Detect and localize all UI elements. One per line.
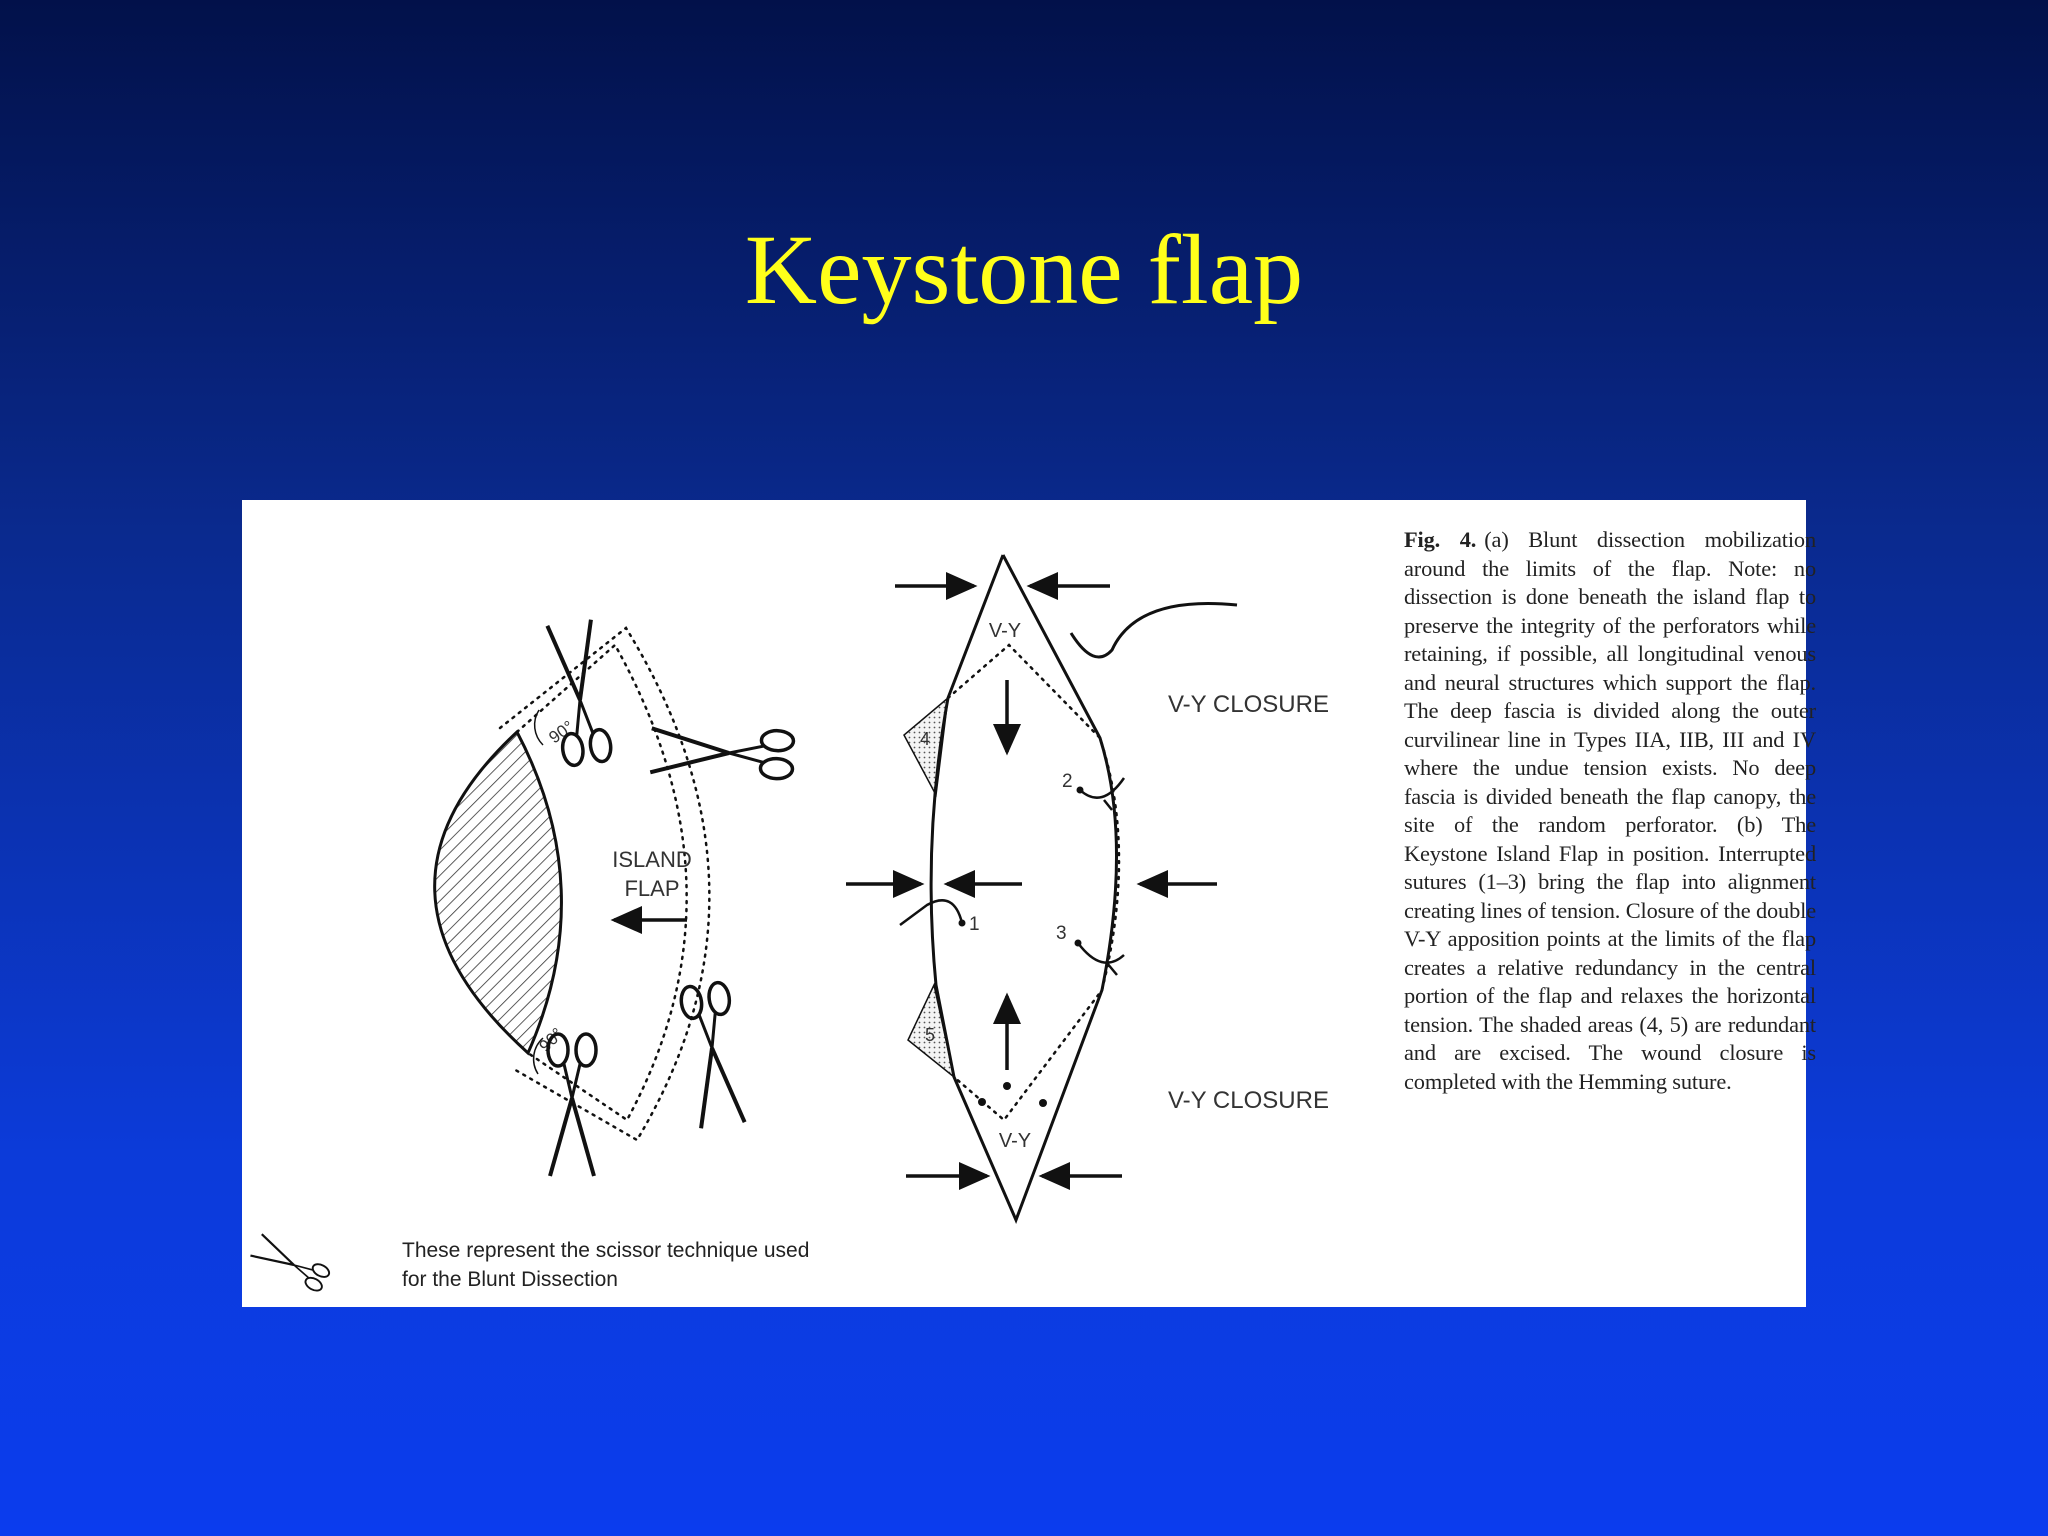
legend-scissors-icon [248,1232,333,1295]
suture-needle-top [1069,601,1238,659]
vy-label-top: V-Y [989,620,1021,642]
caption-text: (a) Blunt dissection mobilization around… [1404,527,1816,1094]
defect-hatched-area [433,729,563,1056]
island-flap-label-line1: ISLAND [612,847,691,872]
figure-number: Fig. 4. [1404,527,1477,552]
suture-3-point [1074,939,1082,947]
figure-caption: Fig. 4.(a) Blunt dissection mobilization… [1404,526,1816,1096]
island-flap-label-line2: FLAP [624,876,679,901]
suture-1-point [958,919,966,927]
figure-panel: 90° 90° ISLAND FLAP V-Y V-Y 4 5 [242,500,1816,1307]
suture-1-stitch [899,899,964,927]
suture-point [1039,1099,1047,1107]
outer-incision-line [498,626,711,1142]
suture-3-label: 3 [1056,923,1067,944]
right-flap-diagram: V-Y V-Y 4 5 2 1 3 V-Y [846,554,1329,1225]
vy-closure-label-top: V-Y CLOSURE [1168,691,1329,718]
scissors-icon [650,726,794,779]
suture-point [978,1098,986,1106]
area-4-label: 4 [920,729,930,749]
suture-2-point [1076,786,1084,794]
suture-1-label: 1 [969,914,980,935]
left-flap-diagram: 90° 90° ISLAND FLAP [433,617,794,1178]
legend-text: These represent the scissor technique us… [402,1239,810,1291]
scissors-icon [546,1032,598,1178]
angle-arc-top [533,709,544,746]
suture-2-label: 2 [1062,771,1073,792]
suture-2-stitch [1079,777,1126,811]
flap-outline [515,643,688,1122]
suture-3-stitch [1077,942,1125,976]
slide-title: Keystone flap [744,214,1304,325]
diamond-outline [929,554,1119,1225]
vy-closure-label-bottom: V-Y CLOSURE [1168,1087,1329,1114]
area-5-label: 5 [925,1025,935,1045]
suture-point [1003,1082,1011,1090]
vy-label-bottom: V-Y [999,1130,1031,1152]
keystone-flap-diagram: 90° 90° ISLAND FLAP V-Y V-Y 4 5 [248,554,1329,1295]
angle-arc-bottom [532,1037,544,1075]
scissors-icon [677,979,749,1131]
